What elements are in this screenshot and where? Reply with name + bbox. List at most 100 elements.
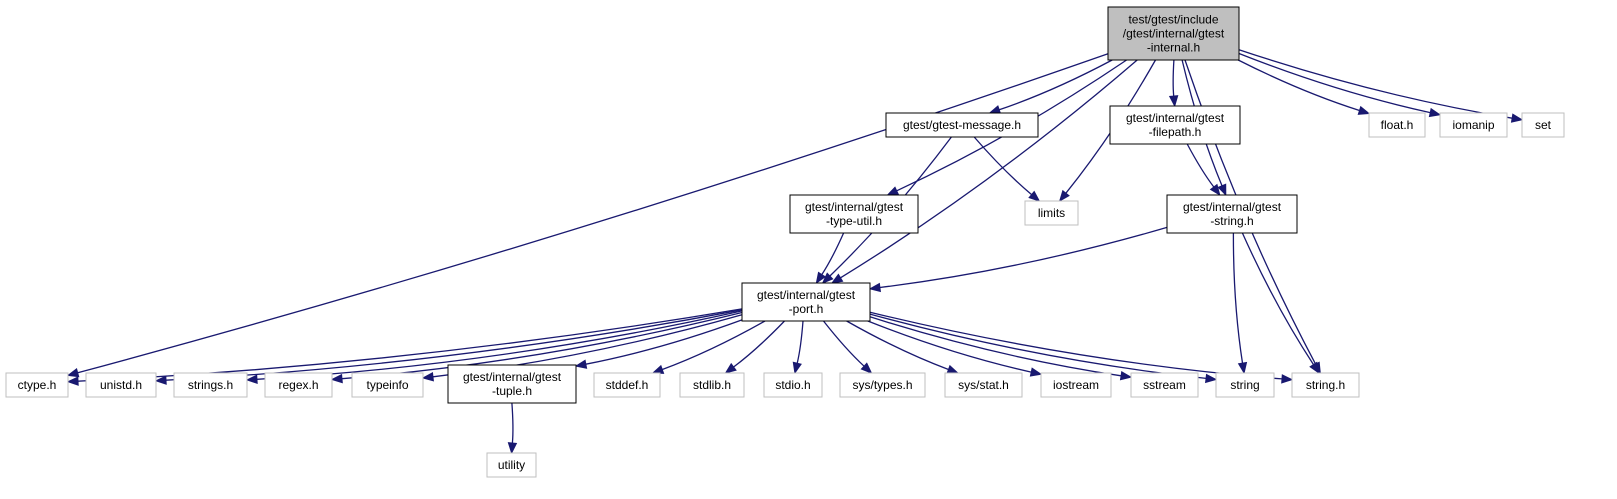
node-box-stdio	[763, 372, 823, 398]
node-stdlib: stdlib.h	[679, 372, 745, 398]
node-sstream: sstream	[1130, 372, 1199, 398]
arrowhead-port-to-stddef	[651, 364, 665, 374]
node-box-typeinfo	[351, 372, 424, 398]
node-box-utility	[486, 452, 537, 478]
node-box-tuple	[447, 364, 577, 404]
node-box-message	[885, 112, 1039, 138]
node-gstring[interactable]: gtest/internal/gtest-string.h	[1166, 194, 1298, 234]
arrowhead-port-to-string	[1205, 373, 1218, 384]
edge-message-to-limits	[973, 136, 1033, 196]
edge-port-to-sstream	[869, 316, 1122, 377]
edge-gstring-to-port	[879, 226, 1168, 289]
node-label-stddef-line-1: stddef.h	[606, 378, 649, 392]
arrowhead-port-to-sysstat	[946, 364, 960, 374]
edge-filepath-to-gstring	[1186, 143, 1215, 188]
arrowhead-port-to-typeinfo	[421, 372, 434, 382]
node-label-typeinfo-line-1: typeinfo	[366, 378, 408, 392]
edge-root-to-iomanip	[1238, 52, 1431, 114]
node-sysstat: sys/stat.h	[944, 372, 1023, 398]
arrowhead-port-to-stdlib	[724, 362, 737, 374]
edge-root-to-floath	[1237, 59, 1360, 112]
edge-port-to-sysstat	[846, 320, 949, 371]
node-floath: float.h	[1368, 112, 1426, 138]
arrowhead-gstring-to-stringh	[1309, 361, 1320, 375]
arrowhead-port-to-iostream	[1029, 367, 1043, 377]
node-label-gstring-line-1: gtest/internal/gtest	[1183, 200, 1282, 214]
node-regex: regex.h	[264, 372, 333, 398]
node-label-systypes-line-1: sys/types.h	[852, 378, 912, 392]
arrowhead-port-to-unistd	[154, 375, 167, 385]
node-label-utility-line-1: utility	[498, 458, 525, 472]
node-label-typeutil-line-1: gtest/internal/gtest	[805, 200, 904, 214]
edge-typeutil-to-port	[821, 232, 845, 275]
node-utility: utility	[486, 452, 537, 478]
arrowhead-port-to-tuple	[574, 359, 588, 369]
node-unistd: unistd.h	[85, 372, 157, 398]
node-box-regex	[264, 372, 333, 398]
edge-root-to-message	[998, 59, 1113, 111]
node-stddef: stddef.h	[593, 372, 661, 398]
node-typeinfo: typeinfo	[351, 372, 424, 398]
node-box-iomanip	[1439, 112, 1508, 138]
arrowhead-gstring-to-port	[868, 282, 881, 293]
arrowhead-tuple-to-utility	[507, 442, 518, 455]
node-box-string	[1215, 372, 1275, 398]
arrowhead-message-to-limits	[1028, 190, 1041, 202]
edge-port-to-stdlib	[733, 320, 785, 368]
node-label-stdlib-line-1: stdlib.h	[693, 378, 731, 392]
node-box-set	[1521, 112, 1565, 138]
edge-port-to-stdio	[796, 320, 804, 364]
node-label-root-line-1: test/gtest/include	[1128, 13, 1218, 27]
node-label-unistd-line-1: unistd.h	[100, 378, 142, 392]
node-message[interactable]: gtest/gtest-message.h	[885, 112, 1039, 138]
graph-edges	[66, 49, 1524, 455]
node-label-typeutil-line-2: -type-util.h	[826, 214, 882, 228]
arrowhead-root-to-gstring	[1217, 183, 1227, 197]
arrowhead-root-to-filepath	[1168, 95, 1179, 108]
node-label-iomanip-line-1: iomanip	[1452, 118, 1494, 132]
edge-root-to-ctype	[77, 53, 1109, 374]
node-label-sstream-line-1: sstream	[1143, 378, 1186, 392]
arrowhead-port-to-systypes	[860, 362, 873, 374]
node-filepath[interactable]: gtest/internal/gtest-filepath.h	[1109, 105, 1241, 145]
node-stringh: string.h	[1291, 372, 1360, 398]
edge-gstring-to-stringh	[1241, 232, 1315, 365]
arrowhead-root-to-port	[830, 273, 844, 284]
node-box-typeutil	[789, 194, 919, 234]
node-label-filepath-line-1: gtest/internal/gtest	[1126, 111, 1225, 125]
node-tuple[interactable]: gtest/internal/gtest-tuple.h	[447, 364, 577, 404]
node-strings: strings.h	[173, 372, 248, 398]
node-label-ctype-line-1: ctype.h	[18, 378, 57, 392]
node-stdio: stdio.h	[763, 372, 823, 398]
node-label-filepath-line-2: -filepath.h	[1149, 125, 1202, 139]
arrowhead-port-to-sstream	[1119, 370, 1133, 381]
node-label-port-line-2: -port.h	[789, 302, 824, 316]
node-label-tuple-line-2: -tuple.h	[492, 384, 532, 398]
edge-tuple-to-utility	[511, 402, 514, 444]
arrowhead-typeutil-to-port	[815, 271, 827, 285]
node-box-sstream	[1130, 372, 1199, 398]
node-box-sysstat	[944, 372, 1023, 398]
node-box-stringh	[1291, 372, 1360, 398]
arrowhead-root-to-typeutil	[886, 186, 900, 196]
node-label-message-line-1: gtest/gtest-message.h	[903, 118, 1021, 132]
arrowhead-filepath-to-gstring	[1209, 183, 1221, 197]
node-label-root-line-2: /gtest/internal/gtest	[1123, 27, 1225, 41]
node-label-sysstat-line-1: sys/stat.h	[958, 378, 1009, 392]
arrowhead-root-to-iomanip	[1428, 107, 1442, 118]
node-port[interactable]: gtest/internal/gtest-port.h	[741, 282, 871, 322]
node-limits: limits	[1024, 200, 1079, 226]
node-string: string	[1215, 372, 1275, 398]
edge-port-to-iostream	[867, 320, 1032, 373]
node-box-filepath	[1109, 105, 1241, 145]
arrowhead-port-to-stringh	[1281, 374, 1294, 384]
node-typeutil[interactable]: gtest/internal/gtest-type-util.h	[789, 194, 919, 234]
node-label-strings-line-1: strings.h	[188, 378, 233, 392]
node-iostream: iostream	[1040, 372, 1112, 398]
arrowhead-port-to-regex	[330, 373, 343, 384]
node-label-stdio-line-1: stdio.h	[775, 378, 810, 392]
node-box-stdlib	[679, 372, 745, 398]
arrowhead-root-to-ctype	[66, 368, 80, 378]
node-systypes: sys/types.h	[839, 372, 926, 398]
